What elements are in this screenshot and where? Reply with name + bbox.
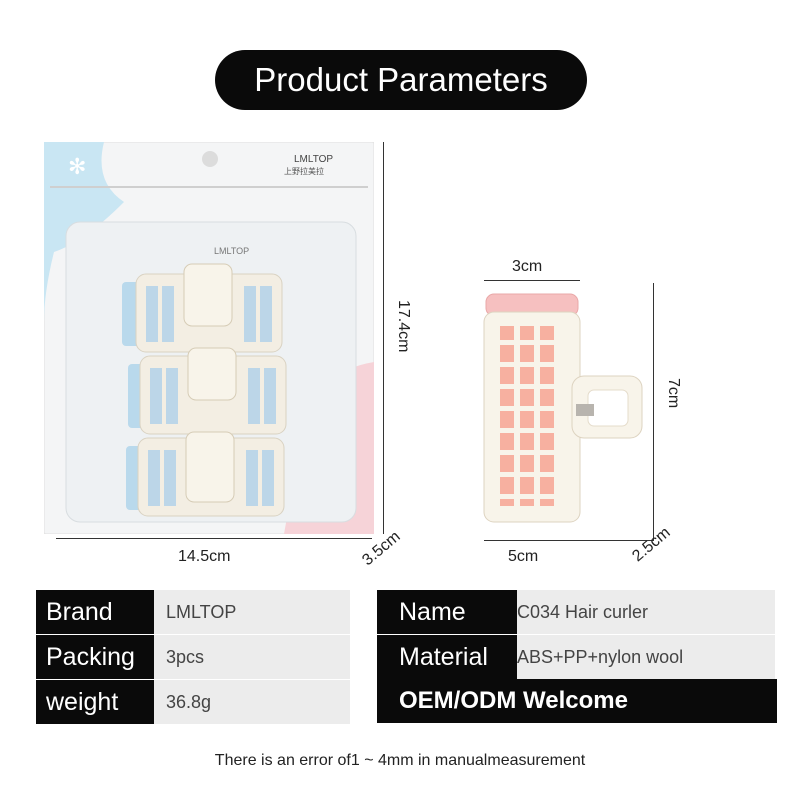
curler-image — [480, 290, 660, 530]
package-image: ✻ LMLTOP 上野拉美拉 LMLTOP — [43, 141, 375, 535]
curler-length-label: 7cm — [665, 378, 682, 409]
spec-key: Packing — [36, 635, 154, 679]
page-title: Product Parameters — [215, 50, 587, 110]
pkg-height-label: 17.4cm — [395, 300, 412, 353]
spec-row-brand: Brand LMLTOP — [36, 590, 350, 634]
spec-row-packing: Packing 3pcs — [36, 635, 350, 679]
pkg-height-line — [383, 142, 384, 534]
package-svg: ✻ LMLTOP 上野拉美拉 LMLTOP — [43, 141, 375, 535]
spec-value: ABS+PP+nylon wool — [517, 635, 775, 679]
spec-key: Brand — [36, 590, 154, 634]
oem-banner: OEM/ODM Welcome — [377, 679, 777, 723]
snowflake-icon: ✻ — [68, 154, 86, 179]
spec-key: Material — [377, 635, 517, 679]
spec-value: 36.8g — [154, 680, 350, 724]
curler-top-line — [484, 280, 580, 281]
spec-row-weight: weight 36.8g — [36, 680, 350, 724]
measurement-note: There is an error of1 ~ 4mm in manualmea… — [214, 752, 586, 769]
spec-row-material: Material ABS+PP+nylon wool — [377, 635, 775, 679]
spec-key: Name — [377, 590, 517, 634]
spec-value: 3pcs — [154, 635, 350, 679]
spec-key: weight — [36, 680, 154, 724]
pkg-width-label: 14.5cm — [178, 548, 231, 565]
spec-value: LMLTOP — [154, 590, 350, 634]
curler-diameter-label: 3cm — [512, 258, 543, 275]
package-brand-sub: 上野拉美拉 — [284, 166, 324, 176]
curler-depth-label: 2.5cm — [629, 524, 674, 566]
inner-brand-label: LMLTOP — [214, 246, 249, 256]
curler-width-label: 5cm — [508, 548, 539, 565]
package-brand-label: LMLTOP — [294, 154, 333, 165]
pkg-width-line — [56, 538, 372, 539]
curler-svg — [483, 293, 643, 523]
pkg-depth-label: 3.5cm — [359, 528, 404, 570]
spec-row-name: Name C034 Hair curler — [377, 590, 775, 634]
curler-height-line — [653, 283, 654, 541]
spec-value: C034 Hair curler — [517, 590, 775, 634]
curler-width-line — [484, 540, 654, 541]
